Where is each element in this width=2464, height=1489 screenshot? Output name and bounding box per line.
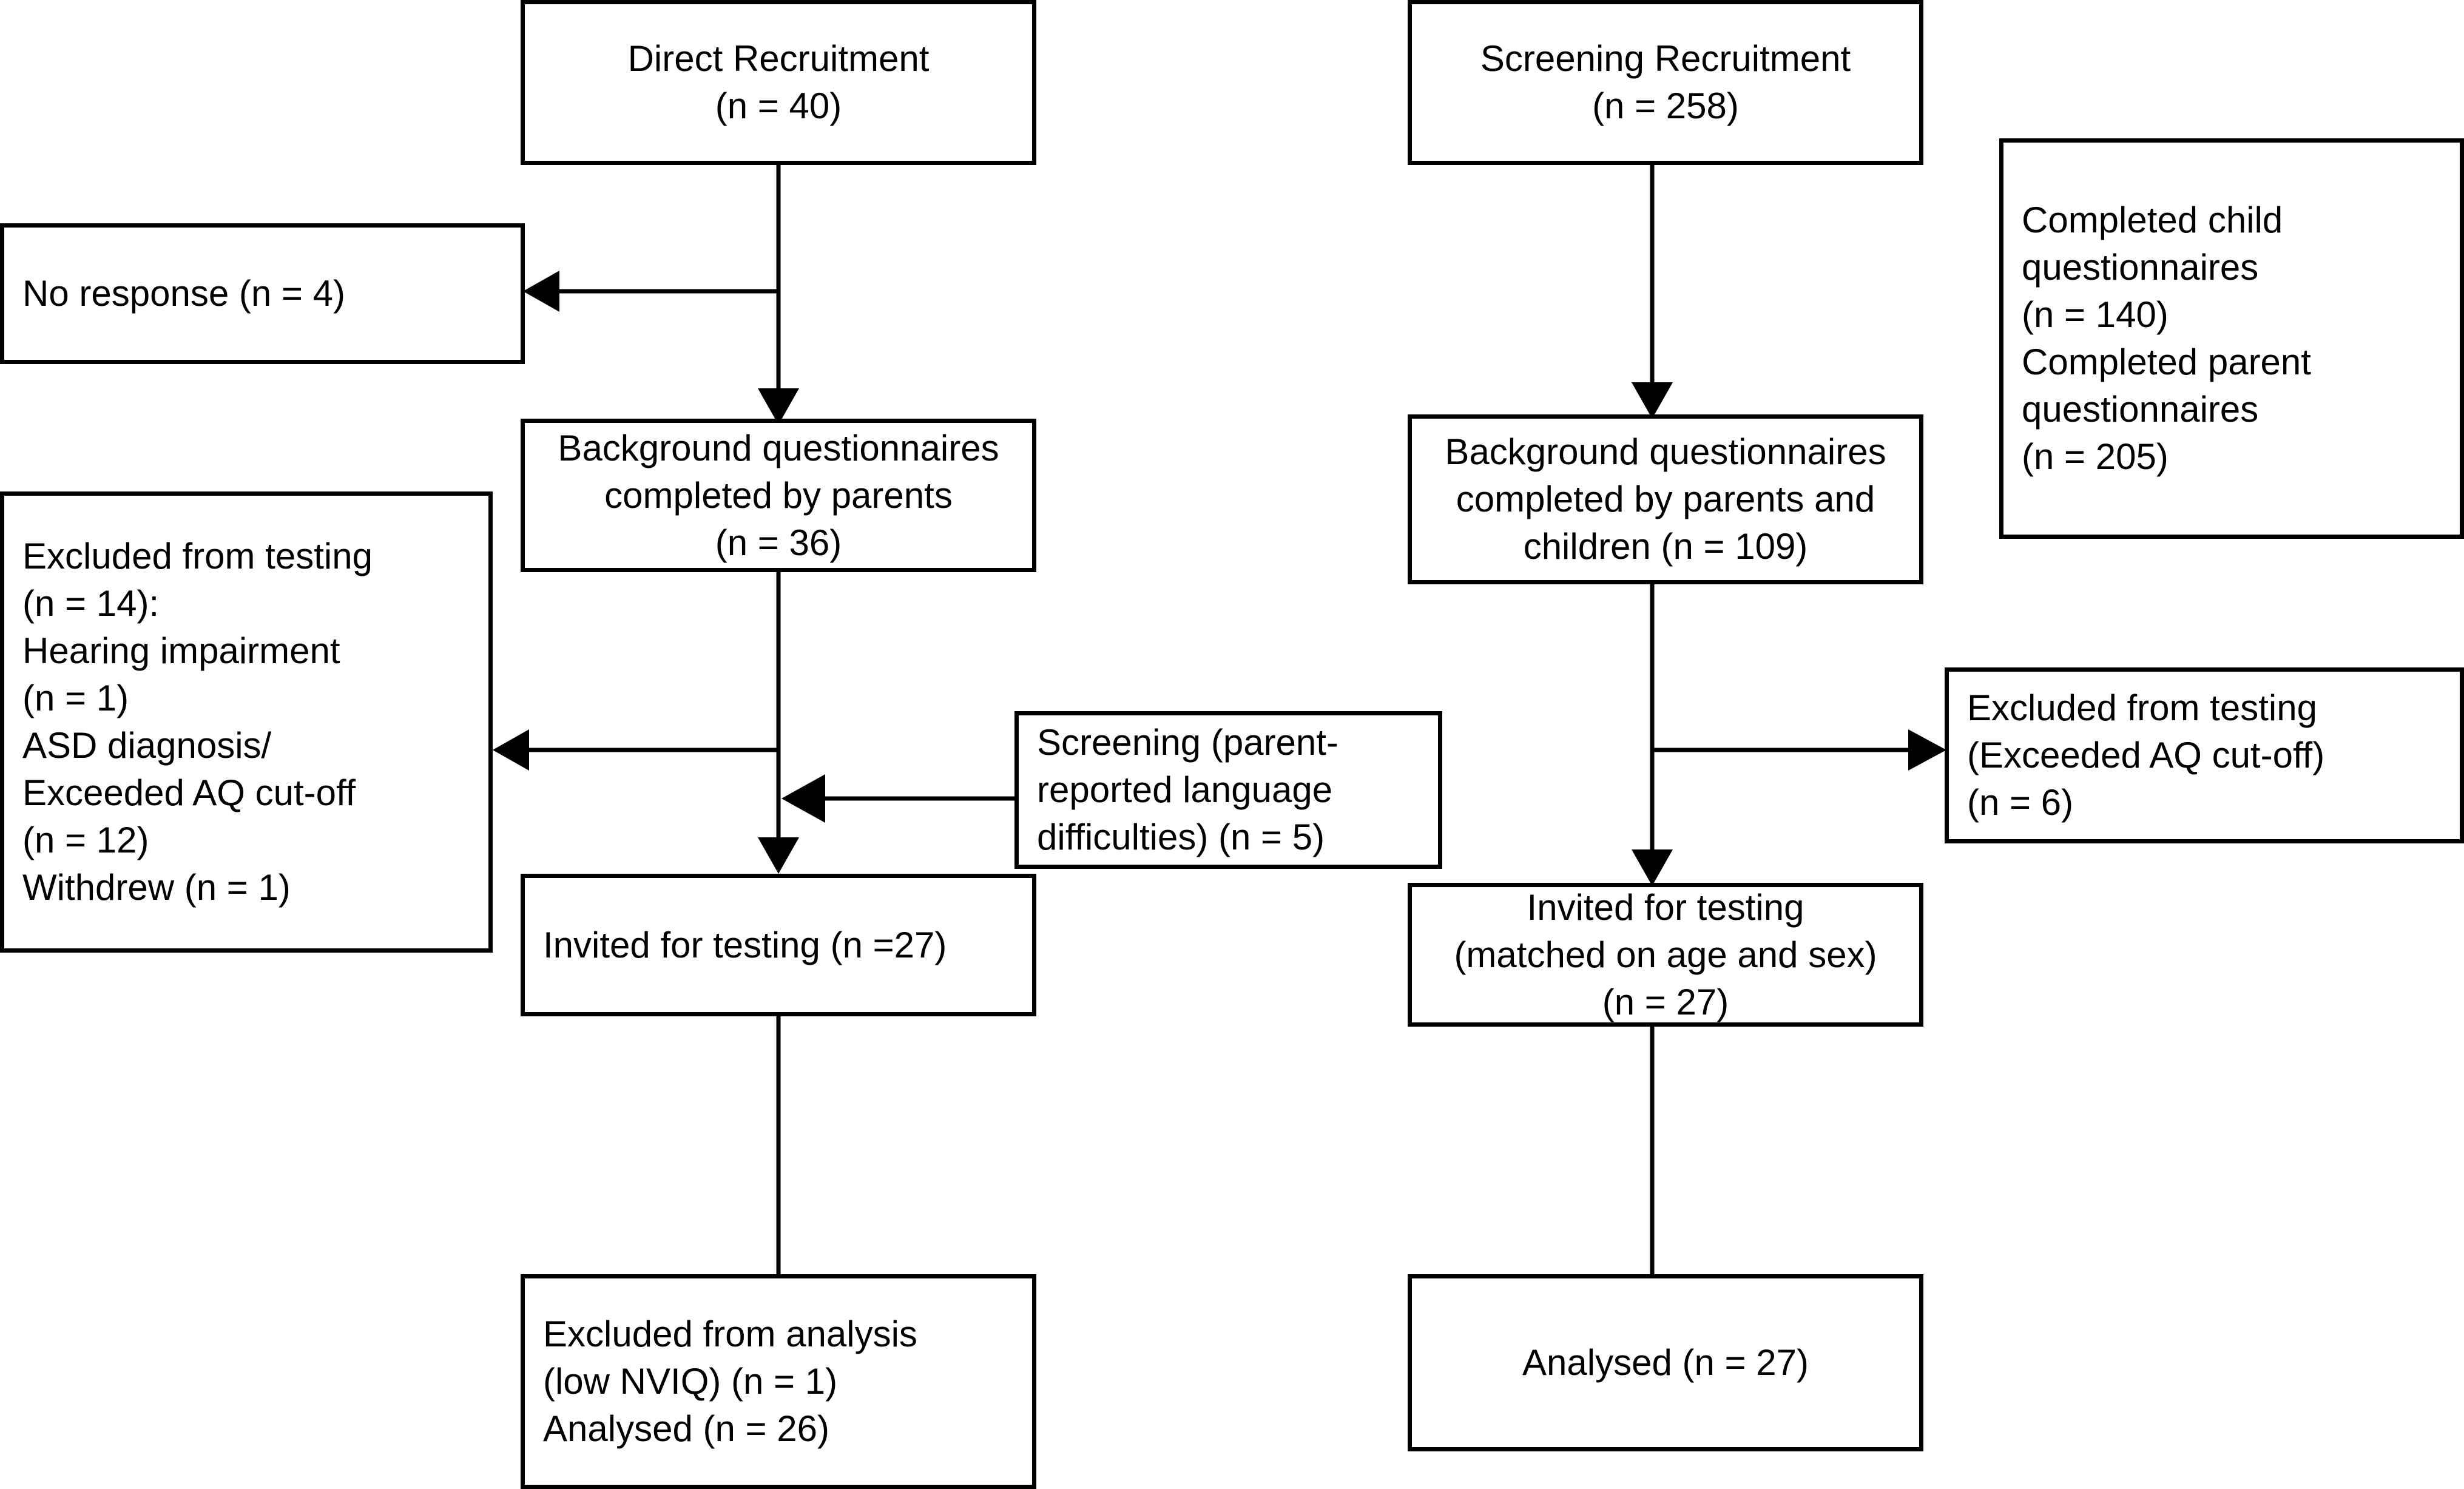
edge-direct-to-no-response [523,271,778,312]
node-analysed-right[interactable]: Analysed (n = 27) [1408,1274,1923,1451]
node-direct-recruitment[interactable]: Direct Recruitment (n = 40) [521,0,1036,165]
edge-background-right-trunk [1632,584,1673,886]
edge-invited-right-to-analysed [1632,1027,1673,1311]
node-completed-questionnaires-label: Completed child questionnaires (n = 140)… [2022,200,2311,477]
edge-invited-left-to-analysed [758,1016,799,1311]
edge-background-left-to-excluded [493,729,778,771]
node-background-left[interactable]: Background questionnaires completed by p… [521,419,1036,572]
node-background-left-label: Background questionnaires completed by p… [558,427,999,563]
edge-screening-language-to-trunk [781,774,1014,823]
node-analysed-left-label: Excluded from analysis (low NVIQ) (n = 1… [543,1314,917,1449]
node-excluded-right-label: Excluded from testing (Exceeded AQ cut-o… [1967,687,2325,823]
node-screening-language-label: Screening (parent- reported language dif… [1037,722,1338,857]
node-excluded-right[interactable]: Excluded from testing (Exceeded AQ cut-o… [1945,667,2464,843]
edge-screening-to-background [1632,165,1673,419]
node-excluded-left-label: Excluded from testing (n = 14): Hearing … [22,536,373,908]
node-direct-recruitment-label: Direct Recruitment (n = 40) [627,38,930,126]
node-invited-right[interactable]: Invited for testing (matched on age and … [1408,883,1923,1027]
node-analysed-left[interactable]: Excluded from analysis (low NVIQ) (n = 1… [521,1274,1036,1489]
node-invited-right-label: Invited for testing (matched on age and … [1454,886,1877,1022]
node-background-right-label: Background questionnaires completed by p… [1445,431,1886,567]
node-screening-recruitment-label: Screening Recruitment (n = 258) [1480,38,1851,126]
node-invited-left-label: Invited for testing (n =27) [543,924,947,965]
node-invited-left[interactable]: Invited for testing (n =27) [521,874,1036,1016]
node-excluded-left[interactable]: Excluded from testing (n = 14): Hearing … [0,491,493,953]
node-analysed-right-label: Analysed (n = 27) [1522,1342,1809,1383]
node-screening-language[interactable]: Screening (parent- reported language dif… [1014,711,1442,869]
node-no-response[interactable]: No response (n = 4) [0,223,525,364]
edge-background-right-to-excluded [1652,729,1946,771]
edge-background-left-trunk [758,572,799,874]
edge-direct-to-background [758,165,799,425]
node-screening-recruitment[interactable]: Screening Recruitment (n = 258) [1408,0,1923,165]
node-completed-questionnaires[interactable]: Completed child questionnaires (n = 140)… [1999,138,2464,539]
node-background-right[interactable]: Background questionnaires completed by p… [1408,414,1923,584]
node-no-response-label: No response (n = 4) [22,273,345,314]
